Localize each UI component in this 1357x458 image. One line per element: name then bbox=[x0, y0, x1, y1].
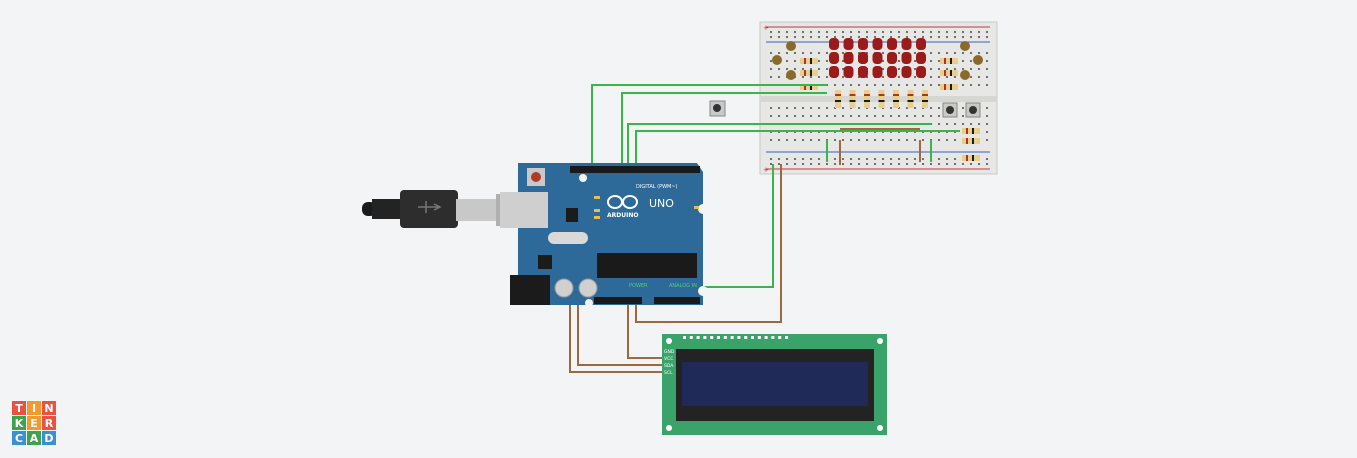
atmega-chip bbox=[597, 253, 697, 278]
arduino-logo-icon bbox=[607, 195, 638, 209]
resistor[interactable] bbox=[878, 90, 885, 108]
resistor[interactable] bbox=[962, 138, 980, 144]
led[interactable] bbox=[858, 66, 868, 78]
analog-label: ANALOG IN bbox=[669, 283, 697, 289]
led[interactable] bbox=[858, 52, 868, 64]
rail-plus: + bbox=[763, 24, 769, 32]
led[interactable] bbox=[901, 52, 912, 64]
push-button-right[interactable] bbox=[965, 102, 981, 118]
tinkercad-logo-letter: N bbox=[42, 401, 56, 415]
digital-label: DIGITAL (PWM~) bbox=[636, 184, 678, 190]
push-button-loose[interactable] bbox=[709, 100, 726, 117]
arduino-model: UNO bbox=[649, 197, 674, 210]
led[interactable] bbox=[887, 66, 897, 78]
tinkercad-logo-letter: E bbox=[27, 416, 41, 430]
led[interactable] bbox=[843, 52, 854, 64]
led[interactable] bbox=[843, 38, 854, 50]
capacitors[interactable] bbox=[772, 41, 983, 80]
push-button-left[interactable] bbox=[942, 102, 958, 118]
board-status-leds bbox=[594, 196, 699, 219]
led[interactable] bbox=[916, 66, 926, 78]
led[interactable] bbox=[858, 38, 868, 50]
led[interactable] bbox=[872, 38, 883, 50]
led[interactable] bbox=[829, 52, 839, 64]
lcd-pin-label: GND bbox=[664, 349, 675, 355]
crystal bbox=[548, 232, 588, 244]
tinkercad-logo-letter: A bbox=[27, 431, 41, 445]
led[interactable] bbox=[916, 52, 926, 64]
resistor[interactable] bbox=[849, 90, 856, 108]
tinkercad-logo-letter: C bbox=[12, 431, 26, 445]
lcd-pin-label: SCL bbox=[664, 370, 673, 376]
resistor[interactable] bbox=[907, 90, 914, 108]
analog-header[interactable] bbox=[654, 297, 700, 304]
resistor[interactable] bbox=[940, 84, 958, 90]
lcd-pin-label: SDA bbox=[664, 363, 674, 369]
resistor[interactable] bbox=[835, 90, 841, 108]
power-jack bbox=[510, 275, 550, 305]
arduino-uno-board[interactable]: ARDUINO UNO DIGITAL (PWM~) POWER ANALOG … bbox=[500, 163, 708, 307]
lcd-pin-label: VCC bbox=[664, 356, 673, 362]
lcd-screen bbox=[682, 362, 868, 406]
resistor[interactable] bbox=[962, 155, 980, 161]
lcd-top-pins bbox=[683, 336, 788, 339]
resistor[interactable] bbox=[940, 70, 958, 76]
power-label: POWER bbox=[629, 283, 648, 289]
tinkercad-logo-letter: K bbox=[12, 416, 26, 430]
led[interactable] bbox=[843, 66, 854, 78]
led[interactable] bbox=[901, 38, 912, 50]
resistor[interactable] bbox=[893, 90, 899, 108]
tinkercad-logo-letter: R bbox=[42, 416, 56, 430]
power-header[interactable] bbox=[594, 297, 642, 304]
resistor[interactable] bbox=[800, 58, 818, 64]
resistor[interactable] bbox=[864, 90, 870, 108]
resistor[interactable] bbox=[940, 58, 958, 64]
resistor[interactable] bbox=[800, 84, 818, 90]
led[interactable] bbox=[887, 52, 897, 64]
usb-port bbox=[500, 192, 548, 228]
tinkercad-logo-letter: T bbox=[12, 401, 26, 415]
resistor[interactable] bbox=[800, 70, 818, 76]
resistor-group[interactable] bbox=[800, 58, 980, 161]
led[interactable] bbox=[872, 66, 883, 78]
led[interactable] bbox=[829, 38, 839, 50]
digital-header[interactable] bbox=[570, 166, 700, 173]
led[interactable] bbox=[887, 38, 897, 50]
led-array[interactable] bbox=[829, 38, 926, 78]
arduino-brand: ARDUINO bbox=[607, 212, 638, 219]
resistor[interactable] bbox=[962, 128, 980, 134]
rail-plus-bottom: + bbox=[763, 166, 769, 174]
led[interactable] bbox=[829, 66, 839, 78]
resistor[interactable] bbox=[922, 90, 928, 108]
led[interactable] bbox=[872, 52, 883, 64]
led[interactable] bbox=[901, 66, 912, 78]
tinkercad-logo-letter: D bbox=[42, 431, 56, 445]
tinkercad-logo-letter: I bbox=[27, 401, 41, 415]
led[interactable] bbox=[916, 38, 926, 50]
